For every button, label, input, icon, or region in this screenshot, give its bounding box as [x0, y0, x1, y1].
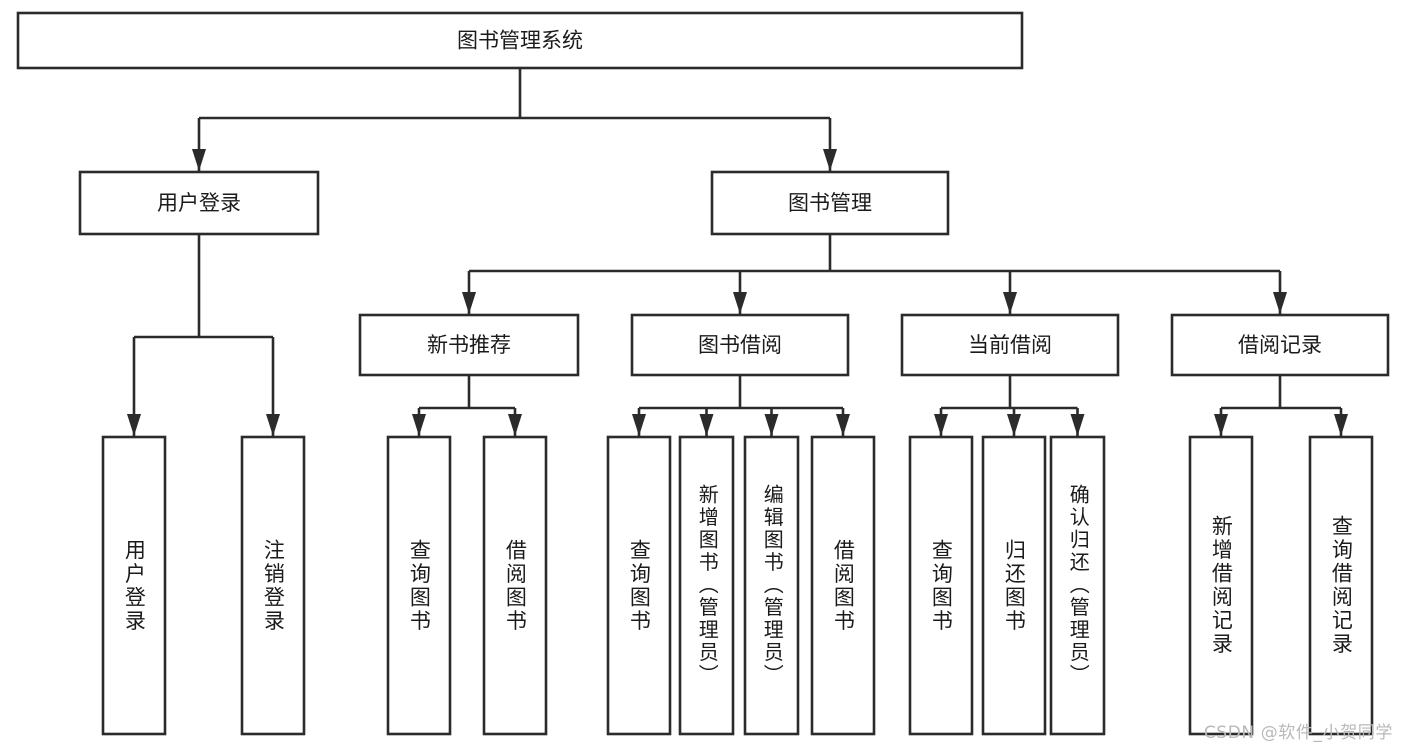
- node-label-current-borrow: 当前借阅: [968, 333, 1052, 357]
- watermark-text: CSDN @软件_小贺同学: [1203, 723, 1393, 743]
- node-box-leaf-borrow-book-2[interactable]: [810, 435, 876, 736]
- arrow-head-icon: [1214, 414, 1228, 436]
- node-label-user-login: 用户登录: [157, 191, 241, 215]
- node-label-book-manage: 图书管理: [788, 191, 872, 215]
- node-label-new-book-recommend: 新书推荐: [427, 333, 511, 357]
- node-box-leaf-add-book[interactable]: [678, 435, 735, 736]
- node-box-leaf-query-book-2[interactable]: [606, 435, 672, 736]
- arrow-head-icon: [462, 292, 476, 314]
- arrow-head-icon: [632, 414, 646, 436]
- node-box-borrow-record[interactable]: [1170, 313, 1390, 377]
- node-box-root[interactable]: [16, 11, 1024, 70]
- arrow-head-icon: [699, 414, 714, 436]
- node-box-leaf-return-book[interactable]: [981, 435, 1047, 736]
- node-box-book-borrow[interactable]: [630, 313, 850, 377]
- arrow-head-icon: [192, 149, 206, 171]
- arrow-head-icon: [127, 414, 141, 436]
- arrow-head-icon: [1003, 292, 1017, 314]
- node-box-leaf-confirm-return[interactable]: [1049, 435, 1106, 736]
- node-box-leaf-user-login[interactable]: [101, 435, 167, 736]
- connectors-layer: [127, 68, 1348, 436]
- node-box-new-book-recommend[interactable]: [358, 313, 580, 377]
- node-box-book-manage[interactable]: [710, 170, 950, 236]
- node-box-leaf-query-book-1[interactable]: [386, 435, 452, 736]
- arrow-head-icon: [836, 414, 850, 436]
- arrow-head-icon: [934, 414, 948, 436]
- arrow-head-icon: [764, 414, 779, 436]
- node-box-leaf-logout[interactable]: [240, 435, 306, 736]
- node-label-book-borrow: 图书借阅: [698, 333, 782, 357]
- arrow-head-icon: [1273, 292, 1287, 314]
- node-box-leaf-query-book-3[interactable]: [908, 435, 974, 736]
- arrow-head-icon: [412, 414, 426, 436]
- node-label-root: 图书管理系统: [457, 29, 583, 53]
- arrow-head-icon: [733, 292, 747, 314]
- node-box-user-login[interactable]: [78, 170, 320, 236]
- arrow-head-icon: [1334, 414, 1348, 436]
- arrow-head-icon: [508, 414, 522, 436]
- node-box-leaf-add-record[interactable]: [1188, 435, 1254, 736]
- node-box-current-borrow[interactable]: [900, 313, 1120, 377]
- node-box-leaf-borrow-book-1[interactable]: [482, 435, 548, 736]
- node-box-leaf-edit-book[interactable]: [743, 435, 800, 736]
- arrow-head-icon: [1070, 414, 1085, 436]
- node-box-leaf-query-record[interactable]: [1308, 435, 1374, 736]
- boxes-layer: [16, 11, 1390, 736]
- arrow-head-icon: [823, 149, 837, 171]
- arrow-head-icon: [1007, 414, 1021, 436]
- arrow-head-icon: [266, 414, 280, 436]
- node-label-borrow-record: 借阅记录: [1238, 333, 1322, 357]
